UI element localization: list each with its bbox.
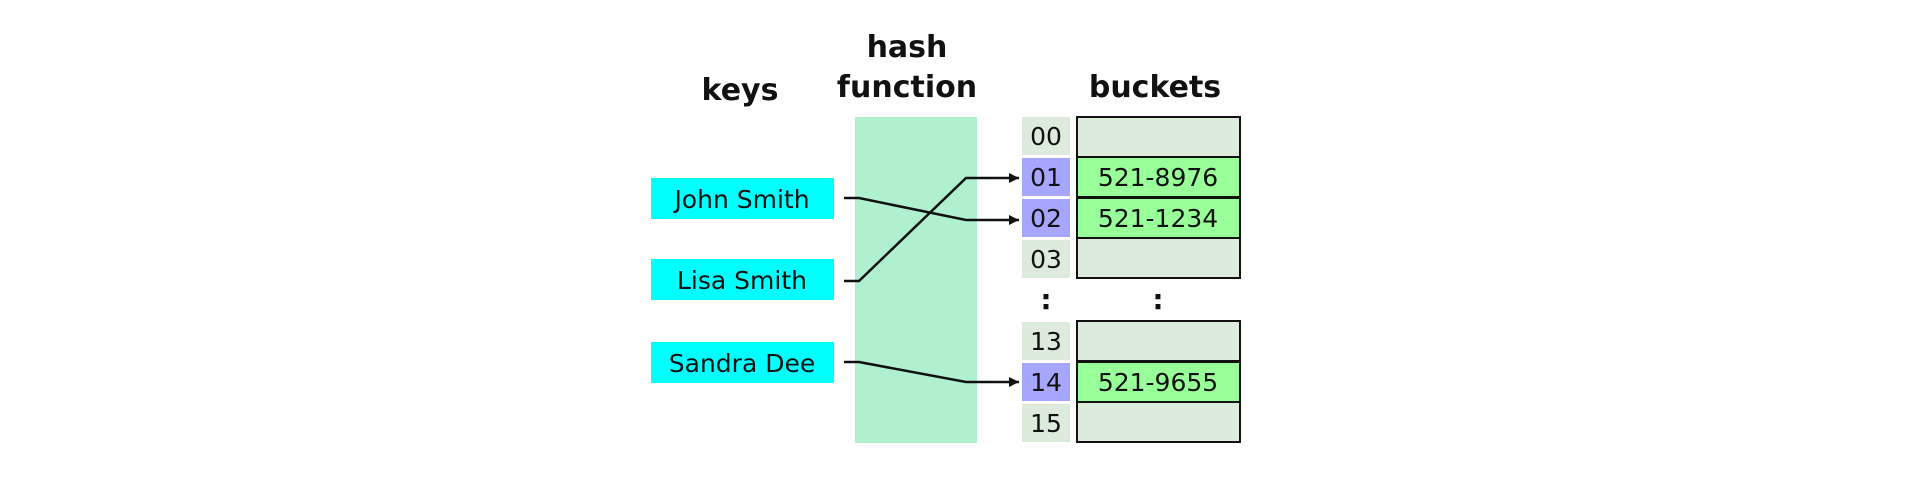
key-label: Sandra Dee — [669, 349, 815, 378]
bucket-value: 521-9655 — [1098, 368, 1218, 397]
key-box — [651, 178, 834, 219]
bucket-index: 14 — [1030, 368, 1062, 397]
bucket-index: 03 — [1030, 245, 1062, 274]
arrow-john-smith-to-02 — [844, 196, 1019, 225]
bucket-cell — [1076, 401, 1241, 443]
hash-function-title-line2: function — [837, 70, 977, 105]
index-ellipsis: : — [1040, 283, 1051, 316]
key-box — [651, 259, 834, 300]
hash-function-title-line1: hash — [867, 30, 948, 65]
bucket-index-cell — [1022, 322, 1070, 360]
bucket-cell — [1076, 361, 1241, 403]
bucket-index-cell — [1022, 404, 1070, 442]
key-label: John Smith — [672, 185, 809, 214]
bucket-value: 521-8976 — [1098, 163, 1218, 192]
bucket-value: 521-1234 — [1098, 204, 1218, 233]
buckets-top-group: 00 01 521-8976 02 521-1234 03 — [1022, 116, 1241, 279]
bucket-index: 13 — [1030, 327, 1062, 356]
buckets-bottom-group: 13 14 521-9655 15 — [1022, 320, 1241, 443]
bucket-index-cell — [1022, 117, 1070, 155]
key-box — [651, 342, 834, 383]
arrow-sandra-dee-to-14 — [844, 360, 1019, 387]
bucket-cell — [1076, 156, 1241, 198]
arrow-lisa-smith-to-01 — [844, 173, 1019, 283]
bucket-cell — [1076, 320, 1241, 362]
bucket-cell — [1076, 197, 1241, 239]
bucket-index-cell — [1022, 363, 1070, 401]
bucket-index: 15 — [1030, 409, 1062, 438]
keys-column: John Smith Lisa Smith Sandra Dee — [651, 178, 834, 383]
bucket-index-cell — [1022, 199, 1070, 237]
bucket-index: 00 — [1030, 122, 1062, 151]
keys-title: keys — [702, 73, 779, 108]
key-label: Lisa Smith — [677, 266, 807, 295]
bucket-index-cell — [1022, 158, 1070, 196]
bucket-cell — [1076, 116, 1241, 158]
bucket-index: 02 — [1030, 204, 1062, 233]
bucket-ellipsis: : — [1152, 283, 1163, 316]
bucket-index: 01 — [1030, 163, 1062, 192]
bucket-index-cell — [1022, 240, 1070, 278]
hash-function-band — [855, 117, 977, 443]
buckets-title: buckets — [1089, 70, 1221, 105]
bucket-cell — [1076, 237, 1241, 279]
